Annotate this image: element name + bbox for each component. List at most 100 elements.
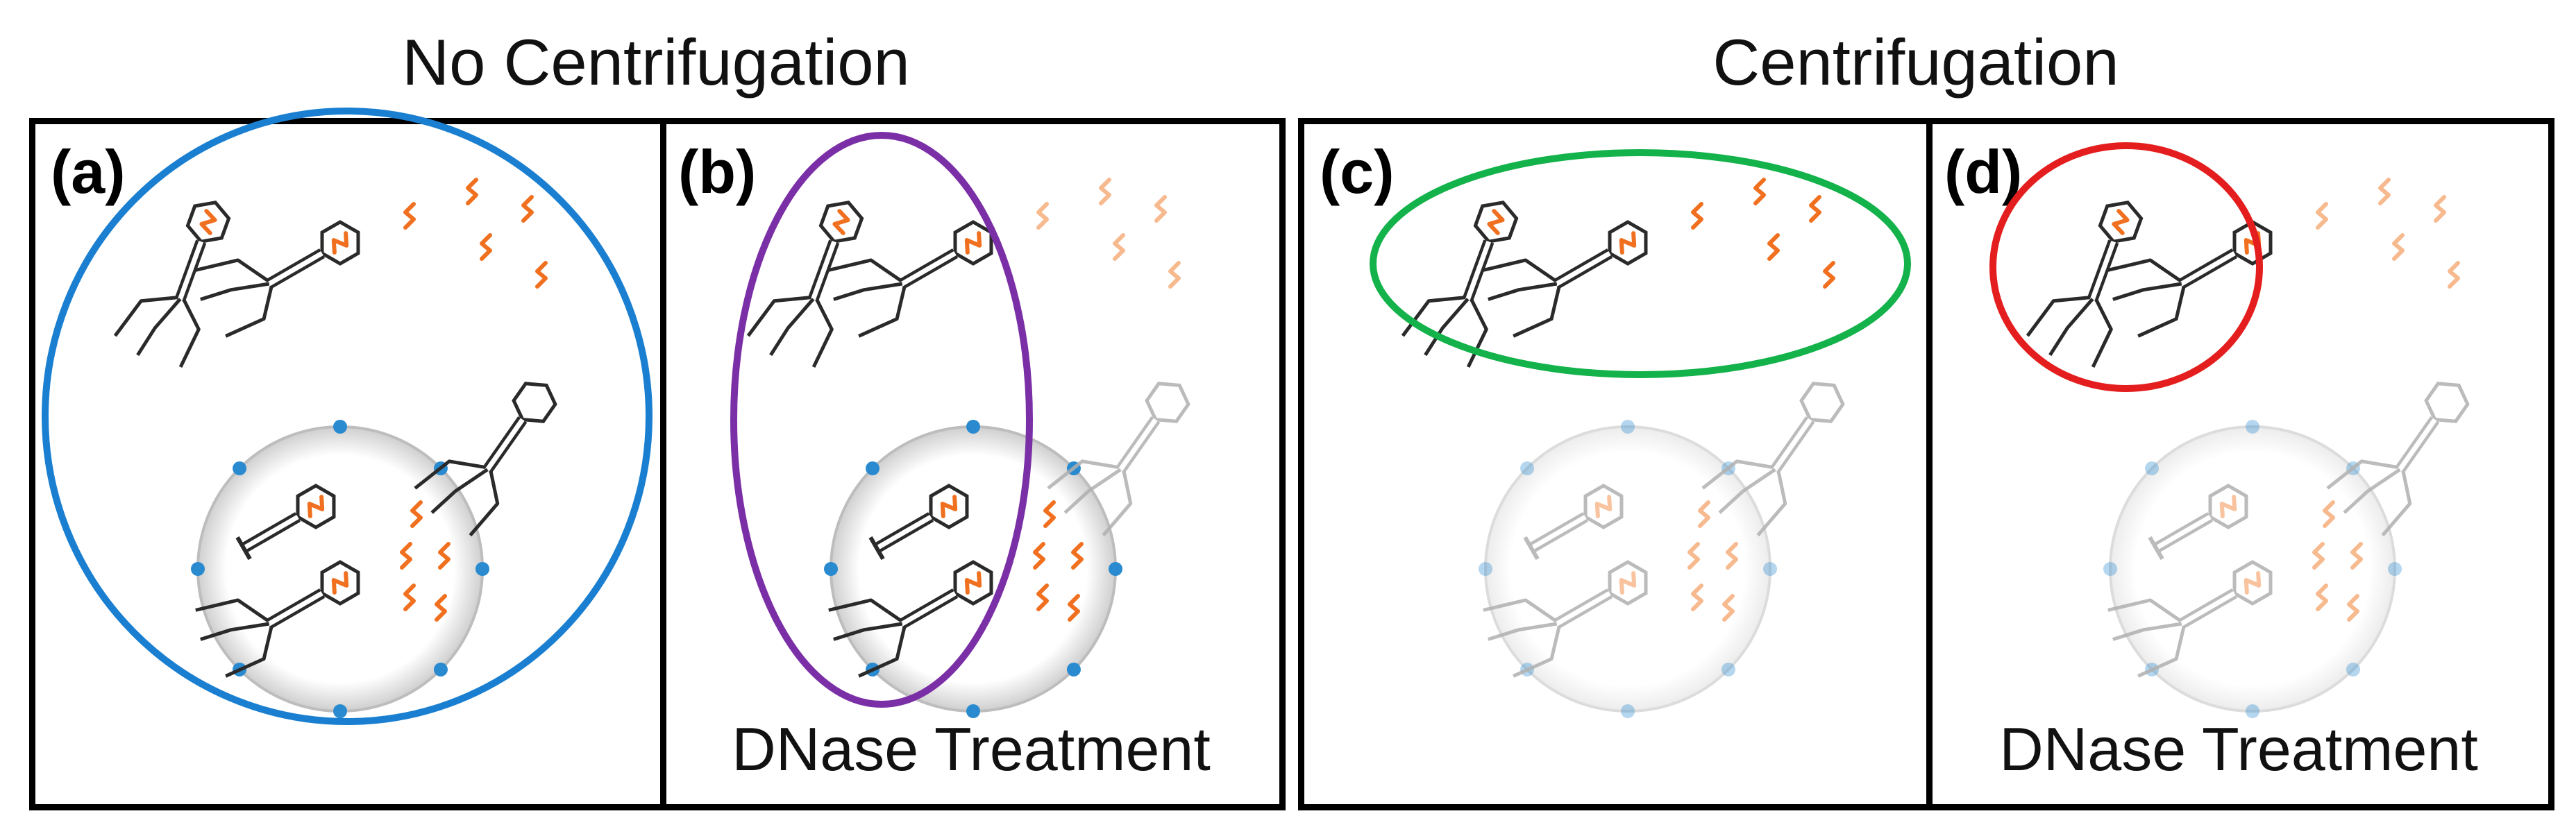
cell-port-icon bbox=[1520, 461, 1535, 476]
cell-port-icon bbox=[475, 562, 489, 576]
dna-fragment-icon bbox=[1154, 195, 1167, 223]
panel-label-a: (a) bbox=[51, 137, 126, 206]
dna-fragment-icon bbox=[2316, 202, 2328, 230]
dna-fragment-icon bbox=[2347, 594, 2359, 622]
dna-fragment-icon bbox=[400, 542, 412, 570]
dna-fragment-icon bbox=[1726, 542, 1738, 570]
dna-fragment-icon bbox=[466, 178, 478, 205]
phage-icon bbox=[868, 484, 969, 561]
phage-icon bbox=[1483, 560, 1648, 678]
dna-fragment-icon bbox=[435, 594, 447, 622]
cell-port-icon bbox=[1721, 662, 1735, 676]
cell-port-icon bbox=[966, 420, 980, 434]
highlight-ring-d bbox=[1989, 142, 2263, 392]
cell-port-icon bbox=[824, 562, 838, 576]
dna-fragment-icon bbox=[1043, 500, 1056, 528]
dna-fragment-icon bbox=[403, 584, 416, 611]
phage-icon bbox=[414, 382, 557, 537]
cell-port-icon bbox=[191, 562, 205, 576]
dna-fragment-icon bbox=[1767, 233, 1780, 261]
dna-fragment-icon bbox=[1068, 594, 1080, 622]
cell-port-icon bbox=[966, 704, 980, 718]
dna-fragment-icon bbox=[2316, 584, 2328, 611]
phage-icon bbox=[2148, 484, 2248, 561]
phage-icon bbox=[195, 220, 360, 338]
dna-fragment-icon bbox=[403, 202, 416, 230]
cell-port-icon bbox=[1479, 562, 1492, 576]
dna-fragment-icon bbox=[2378, 178, 2391, 205]
dna-fragment-icon bbox=[1033, 542, 1045, 570]
dna-fragment-icon bbox=[1113, 233, 1125, 261]
phage-icon bbox=[2107, 560, 2273, 678]
dna-fragment-icon bbox=[2350, 542, 2363, 570]
highlight-ring-c bbox=[1370, 149, 1911, 378]
cell-port-icon bbox=[333, 420, 347, 434]
dna-fragment-icon bbox=[1036, 202, 1049, 230]
dna-fragment-icon bbox=[1691, 202, 1703, 230]
cell-port-icon bbox=[1109, 562, 1122, 576]
dna-fragment-icon bbox=[480, 233, 492, 261]
dna-fragment-icon bbox=[1071, 542, 1084, 570]
panel-b: (b) DNase Treatment bbox=[663, 124, 1279, 804]
dna-fragment-icon bbox=[1698, 500, 1710, 528]
dna-fragment-icon bbox=[1168, 261, 1181, 289]
dna-fragment-icon bbox=[1691, 584, 1703, 611]
phage-icon bbox=[1047, 382, 1190, 537]
cell-port-icon bbox=[233, 461, 247, 476]
cell-port-icon bbox=[433, 662, 448, 676]
dna-fragment-icon bbox=[2434, 195, 2446, 223]
highlight-ring-a bbox=[42, 108, 653, 725]
dna-fragment-icon bbox=[1823, 261, 1835, 289]
phage-icon bbox=[195, 560, 360, 678]
panel-label-c: (c) bbox=[1320, 137, 1395, 206]
cell-port-icon bbox=[1763, 562, 1777, 576]
phage-icon bbox=[235, 484, 336, 561]
panel-divider-cd bbox=[1926, 124, 1933, 804]
dna-fragment-icon bbox=[1809, 195, 1821, 223]
cell-port-icon bbox=[2103, 562, 2117, 576]
title-no-centrifugation: No Centrifugation bbox=[402, 26, 910, 99]
panel-d: (d) DNase Treatment bbox=[1929, 124, 2548, 804]
dna-fragment-icon bbox=[2448, 261, 2460, 289]
panel-label-b: (b) bbox=[678, 137, 757, 206]
dna-fragment-icon bbox=[521, 195, 534, 223]
dna-fragment-icon bbox=[2392, 233, 2405, 261]
panel-c: (c) bbox=[1304, 124, 1929, 804]
dna-fragment-icon bbox=[2312, 542, 2325, 570]
phage-icon bbox=[2026, 201, 2144, 368]
dna-fragment-icon bbox=[1753, 178, 1766, 205]
cell-port-icon bbox=[2346, 662, 2360, 676]
panel-caption-b: DNase Treatment bbox=[732, 715, 1211, 783]
cell-port-icon bbox=[1621, 420, 1635, 434]
dna-fragment-icon bbox=[438, 542, 451, 570]
phage-icon bbox=[1483, 220, 1648, 338]
cell-port-icon bbox=[866, 461, 880, 476]
dna-fragment-icon bbox=[1722, 594, 1735, 622]
dna-fragment-icon bbox=[1687, 542, 1700, 570]
highlight-ring-b bbox=[730, 132, 1033, 708]
panel-a: (a) bbox=[35, 124, 663, 804]
cell-port-icon bbox=[333, 704, 347, 718]
phage-icon bbox=[2326, 382, 2470, 537]
panel-label-d: (d) bbox=[1944, 137, 2023, 206]
dna-fragment-icon bbox=[410, 500, 423, 528]
dna-fragment-icon bbox=[1099, 178, 1111, 205]
cell-port-icon bbox=[2246, 420, 2259, 434]
title-centrifugation: Centrifugation bbox=[1712, 26, 2119, 99]
dna-fragment-icon bbox=[1036, 584, 1049, 611]
cell-port-icon bbox=[1621, 704, 1635, 718]
dna-fragment-icon bbox=[2323, 500, 2335, 528]
phage-icon bbox=[1401, 201, 1519, 368]
cell-port-icon bbox=[2145, 461, 2160, 476]
phage-icon bbox=[1701, 382, 1845, 537]
phage-icon bbox=[828, 560, 993, 678]
phage-icon bbox=[746, 201, 864, 368]
cell-port-icon bbox=[2246, 704, 2259, 718]
dna-fragment-icon bbox=[535, 261, 548, 289]
phage-icon bbox=[113, 201, 231, 368]
phage-icon bbox=[1523, 484, 1624, 561]
panel-divider-ab bbox=[660, 124, 666, 804]
cell-port-icon bbox=[1066, 662, 1081, 676]
cell-port-icon bbox=[2388, 562, 2402, 576]
